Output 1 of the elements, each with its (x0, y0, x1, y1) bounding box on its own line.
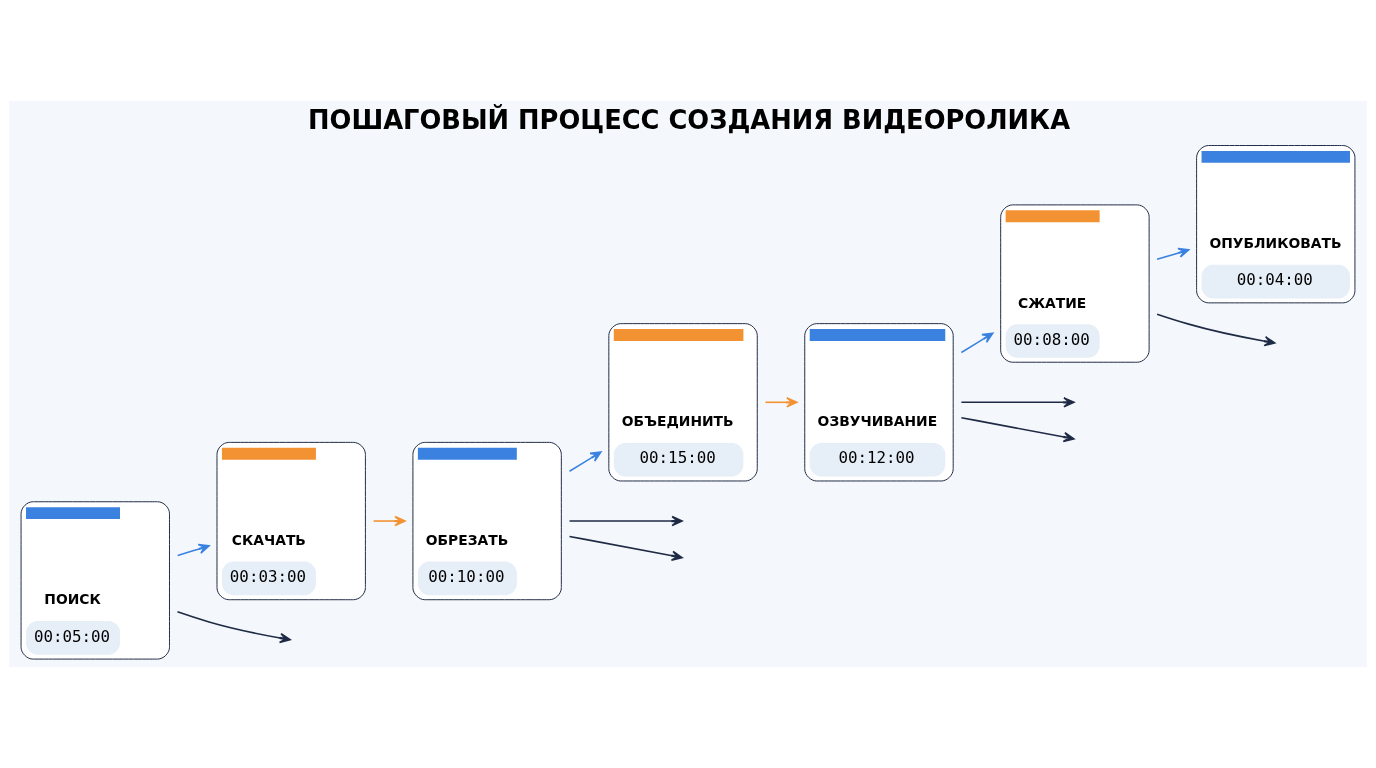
diagram-title: ПОШАГОВЫЙ ПРОЦЕСС СОЗДАНИЯ ВИДЕОРОЛИКА (308, 104, 1071, 135)
